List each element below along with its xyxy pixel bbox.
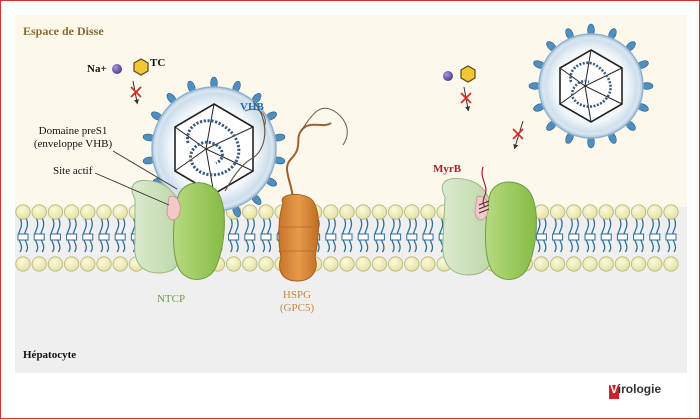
phospholipid	[47, 204, 64, 272]
lipid-bilayer	[15, 204, 679, 272]
ntcp-transporter-right	[441, 177, 537, 280]
blocked-x-mark	[460, 92, 472, 104]
ntcp-label: NTCP	[156, 293, 186, 305]
phospholipid	[63, 204, 80, 272]
phospholipid	[663, 204, 679, 272]
phospholipid	[387, 204, 404, 272]
phospholipid	[582, 204, 598, 272]
pres1-callout-line	[112, 150, 178, 190]
phospholipid	[355, 204, 371, 272]
phospholipid	[112, 204, 128, 272]
hspg-glycan-chain-2	[300, 107, 348, 146]
hspg-glycan-chain	[286, 122, 332, 202]
phospholipid	[404, 204, 420, 272]
phospholipid	[614, 204, 631, 272]
phospholipid	[31, 204, 47, 272]
blocked-x-mark	[512, 128, 524, 140]
phospholipid	[323, 204, 339, 272]
active-site-callout-line	[94, 172, 170, 206]
myrb-label: MyrB	[433, 163, 462, 175]
taurocholate-molecule	[460, 65, 476, 83]
virologie-logo-mark	[609, 385, 619, 399]
phospholipid	[371, 204, 387, 272]
taurocholate-label: TC	[150, 57, 166, 69]
phospholipid	[598, 204, 614, 272]
hepatocyte-label: Hépatocyte	[23, 349, 77, 361]
myrb-peptide	[478, 166, 490, 214]
sodium-ion	[112, 64, 122, 74]
phospholipid	[420, 204, 436, 272]
hspg-label-line2: (GPC5)	[279, 301, 315, 314]
ntcp-transporter-left	[131, 179, 225, 280]
virologie-logo: Virologie	[610, 382, 662, 397]
pres1-strand	[224, 100, 266, 192]
phospholipid	[533, 204, 550, 272]
active-site-label: Site actif	[53, 165, 93, 177]
phospholipid	[647, 204, 663, 272]
hspg-proteoglycan	[278, 194, 319, 282]
logo-initial: V	[610, 382, 618, 396]
phospholipid	[15, 204, 31, 272]
phospholipid	[258, 204, 274, 272]
sodium-label: Na+	[87, 63, 107, 75]
viral-genome	[569, 61, 612, 108]
phospholipid	[549, 204, 566, 272]
envelope-spikes	[528, 23, 654, 149]
logo-word: irologie	[617, 382, 662, 396]
space-of-disse-label: Espace de Disse	[23, 24, 104, 38]
blocked-x-mark	[130, 86, 142, 98]
vhb-label: VHB	[240, 101, 264, 113]
phospholipid	[80, 204, 96, 272]
pres1-tail	[244, 108, 266, 126]
hbv-virion-bound	[142, 76, 286, 222]
pres1-label-line2: (enveloppe VHB)	[33, 137, 113, 150]
phospholipid	[630, 204, 647, 272]
hspg-label: HSPG (GPC5)	[280, 289, 314, 314]
phospholipid	[339, 204, 355, 272]
pres1-label-line1: Domaine preS1	[38, 125, 108, 137]
hbv-virion-free	[528, 23, 654, 149]
hspg-label-line1: HSPG	[282, 289, 312, 301]
taurocholate-molecule	[133, 58, 149, 76]
phospholipid	[242, 204, 258, 272]
phospholipid	[566, 204, 582, 272]
active-site	[166, 195, 181, 221]
sodium-ion	[443, 71, 453, 81]
phospholipid	[96, 204, 112, 272]
pres1-label: Domaine preS1 (enveloppe VHB)	[34, 125, 112, 150]
